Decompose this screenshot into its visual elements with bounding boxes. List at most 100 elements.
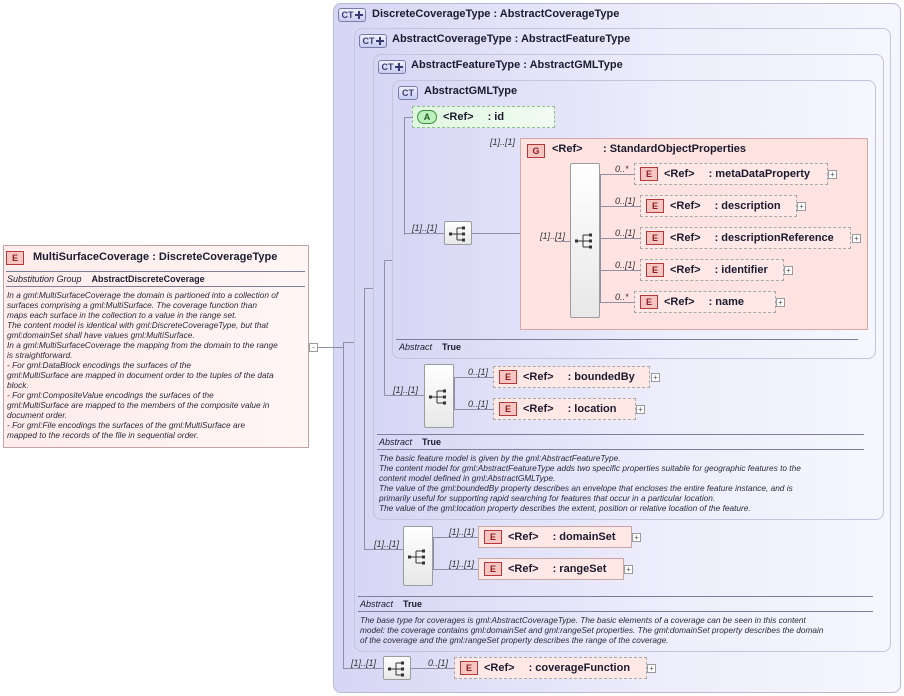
sequence-multiplicity: [1]..[1] (393, 385, 419, 395)
element-name: : rangeSet (552, 563, 607, 575)
element-name: : metaDataProperty (708, 168, 811, 180)
element-metadataproperty[interactable]: E <Ref> : metaDataProperty (634, 163, 828, 185)
connector-line (433, 537, 478, 538)
element-multiplicity: 0..[1] (615, 260, 636, 270)
expand-icon[interactable]: + (828, 170, 837, 179)
ref-label: <Ref> (508, 531, 539, 543)
ref-label: <Ref> (670, 200, 701, 212)
sequence-multiplicity: [1]..[1] (540, 231, 566, 241)
element-badge: E (484, 530, 502, 544)
connector-line (404, 233, 444, 234)
ct-badge: CT (359, 34, 387, 48)
abstract-feature-type-title: AbstractFeatureType : AbstractGMLType (411, 59, 623, 71)
divider (358, 611, 873, 612)
sequence-multiplicity: [1]..[1] (374, 539, 400, 549)
sequence-compositor-icon[interactable] (383, 656, 411, 680)
element-location[interactable]: E <Ref> : location (493, 398, 636, 420)
connector-line (454, 377, 455, 409)
connector-line (364, 288, 365, 550)
group-ref: <Ref> (552, 143, 583, 155)
ref-label: <Ref> (670, 232, 701, 244)
collapse-icon[interactable]: - (309, 343, 318, 352)
divider (377, 434, 864, 435)
ct-badge: CT (398, 86, 418, 100)
connector-line (600, 174, 601, 303)
connector-line (318, 347, 343, 348)
divider (6, 271, 305, 272)
sequence-compositor-icon[interactable] (424, 364, 454, 428)
element-multiplicity: 0..* (615, 164, 629, 174)
expand-icon[interactable]: + (784, 266, 793, 275)
element-name: : boundedBy (567, 371, 635, 383)
connector-line (343, 342, 354, 343)
attribute-badge: A (417, 110, 437, 124)
connector-line (433, 537, 434, 570)
group-multiplicity: [1]..[1] (490, 137, 516, 147)
element-badge: E (646, 199, 664, 213)
element-descriptionreference[interactable]: E <Ref> : descriptionReference (640, 227, 851, 249)
sequence-compositor-icon[interactable] (570, 163, 600, 318)
element-badge: E (6, 251, 24, 265)
divider (377, 449, 864, 450)
ref-label: <Ref> (484, 662, 515, 674)
connector-line (600, 270, 640, 271)
element-name: : descriptionReference (714, 232, 834, 244)
ref-label: <Ref> (523, 403, 554, 415)
element-multiplicity: 0..[1] (615, 228, 636, 238)
element-name-item[interactable]: E <Ref> : name (634, 291, 776, 313)
connector-line (404, 117, 405, 235)
divider (6, 286, 305, 287)
ref-label: <Ref> (523, 371, 554, 383)
element-domainset[interactable]: E <Ref> : domainSet (478, 526, 632, 548)
ref-label: <Ref> (664, 296, 695, 308)
connector-line (343, 342, 344, 669)
element-name: : location (567, 403, 617, 415)
expand-icon[interactable]: + (797, 202, 806, 211)
expand-icon[interactable]: + (624, 565, 633, 574)
element-badge: E (640, 295, 658, 309)
element-name: : description (714, 200, 781, 212)
discrete-coverage-type-title: DiscreteCoverageType : AbstractCoverageT… (372, 8, 620, 20)
sequence-multiplicity: [1]..[1] (412, 223, 438, 233)
attribute-id[interactable]: A <Ref> : id (412, 106, 555, 128)
expand-icon[interactable]: + (776, 298, 785, 307)
element-badge: E (646, 231, 664, 245)
element-boundedby[interactable]: E <Ref> : boundedBy (493, 366, 650, 388)
connector-line (600, 206, 640, 207)
element-description[interactable]: E <Ref> : description (640, 195, 797, 217)
element-badge: E (460, 661, 478, 675)
multisurfacecoverage-documentation: In a gml:MultiSurfaceCoverage the domain… (7, 290, 279, 440)
element-identifier[interactable]: E <Ref> : identifier (640, 259, 784, 281)
abstract-gml-type-title: AbstractGMLType (424, 85, 518, 97)
ref-label: <Ref> (670, 264, 701, 276)
connector-line (555, 241, 570, 242)
element-rangeset[interactable]: E <Ref> : rangeSet (478, 558, 624, 580)
abstract-coverage-type-title: AbstractCoverageType : AbstractFeatureTy… (392, 33, 631, 45)
element-name: : coverageFunction (528, 662, 631, 674)
ref-label: <Ref> (664, 168, 695, 180)
ct-badge: CT (338, 8, 366, 22)
connector-line (343, 668, 383, 669)
element-badge: E (484, 562, 502, 576)
connector-line (433, 569, 478, 570)
ref-label: <Ref> (443, 111, 474, 123)
ref-label: <Ref> (508, 563, 539, 575)
connector-line (454, 409, 493, 410)
expand-icon[interactable]: + (852, 234, 861, 243)
expand-icon[interactable]: + (647, 664, 656, 673)
connector-line (384, 395, 424, 396)
expand-icon[interactable]: + (632, 533, 641, 542)
group-badge: G (527, 144, 545, 158)
sequence-compositor-icon[interactable] (444, 221, 472, 245)
connector-line (600, 174, 634, 175)
element-multiplicity: 0..[1] (615, 196, 636, 206)
connector-line (384, 260, 385, 396)
element-coveragefunction[interactable]: E <Ref> : coverageFunction (454, 657, 647, 679)
expand-icon[interactable]: + (651, 373, 660, 382)
expand-icon[interactable]: + (636, 405, 645, 414)
element-name: : identifier (714, 264, 768, 276)
sequence-compositor-icon[interactable] (403, 526, 433, 586)
element-multiplicity: 0..[1] (468, 399, 489, 409)
